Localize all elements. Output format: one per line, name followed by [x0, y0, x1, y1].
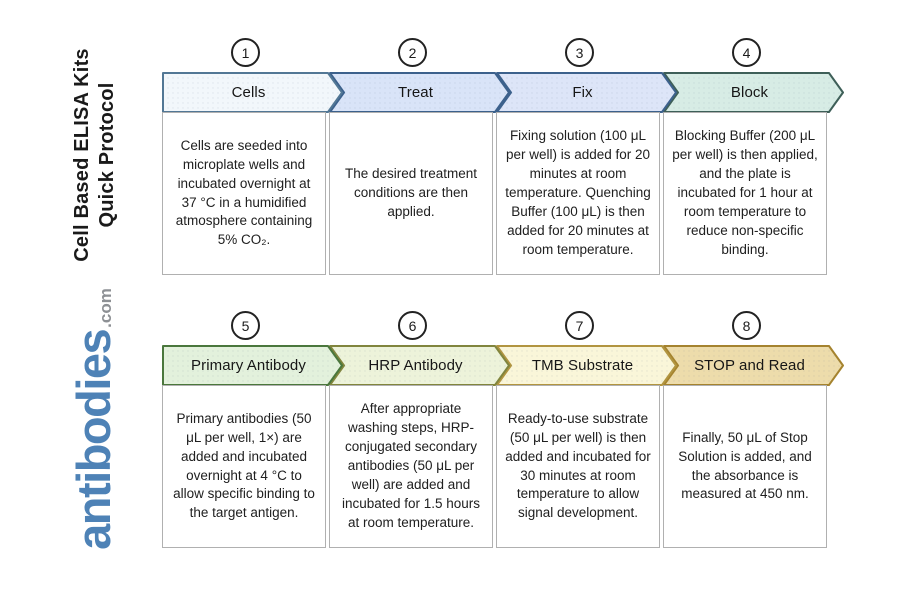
step-description: After appropriate washing steps, HRP-con… [341, 401, 481, 530]
step-8: 8 STOP and Read Finally, 50 μL of Stop S… [663, 311, 844, 553]
step-description: Ready-to-use substrate (50 μL per well) … [505, 410, 651, 521]
step-description: Fixing solution (100 μL per well) is add… [505, 128, 651, 257]
step-label: HRP Antibody [368, 357, 463, 374]
step-number: 5 [241, 317, 250, 334]
step-arrow: Primary Antibody [162, 345, 343, 386]
logo-domain-suffix: .com [96, 288, 115, 328]
step-label: Fix [572, 84, 593, 101]
step-arrow: TMB Substrate [496, 345, 677, 386]
chevron-arrow-shape [162, 345, 343, 386]
step-number: 3 [575, 44, 584, 61]
step-number: 1 [241, 44, 250, 61]
step-label: STOP and Read [694, 357, 805, 374]
step-description-box: Primary antibodies (50 μL per well, 1×) … [162, 385, 326, 548]
chevron-arrow-shape [496, 345, 677, 386]
chevron-arrow-shape [496, 72, 677, 113]
title-line-2: Quick Protocol [96, 82, 118, 228]
step-number-badge: 7 [565, 311, 594, 340]
step-arrow: Treat [329, 72, 510, 113]
step-description-box: Fixing solution (100 μL per well) is add… [496, 112, 660, 275]
step-arrow: Cells [162, 72, 343, 113]
chevron-arrow-shape [663, 345, 844, 386]
logo-wordmark: antibodies [66, 329, 120, 550]
step-number: 8 [742, 317, 751, 334]
step-description-box: Cells are seeded into microplate wells a… [162, 112, 326, 275]
step-number-badge: 8 [732, 311, 761, 340]
step-number-badge: 6 [398, 311, 427, 340]
chevron-arrow-shape [329, 345, 510, 386]
step-description: Finally, 50 μL of Stop Solution is added… [678, 429, 812, 502]
step-number: 2 [408, 44, 417, 61]
step-label: Cells [231, 84, 266, 101]
step-label: Block [730, 84, 769, 101]
step-label: Treat [398, 84, 433, 101]
step-label: Primary Antibody [191, 357, 306, 374]
step-5: 5 Primary Antibody Primary antibodies (5… [162, 311, 343, 553]
page-title: Cell Based ELISA Kits Quick Protocol [70, 30, 120, 280]
chevron-arrow-shape [663, 72, 844, 113]
step-description-box: After appropriate washing steps, HRP-con… [329, 385, 493, 548]
step-description-box: Blocking Buffer (200 μL per well) is the… [663, 112, 827, 275]
step-description: Primary antibodies (50 μL per well, 1×) … [173, 410, 315, 521]
step-6: 6 HRP Antibody After appropriate washing… [329, 311, 510, 553]
step-description: Cells are seeded into microplate wells a… [175, 137, 313, 248]
step-description-box: Finally, 50 μL of Stop Solution is added… [663, 385, 827, 548]
step-arrow: STOP and Read [663, 345, 844, 386]
step-2: 2 Treat The desired treatment conditions… [329, 38, 510, 280]
chevron-arrow-shape [329, 72, 510, 113]
antibodies-logo: antibodies.com [48, 270, 138, 570]
step-label: TMB Substrate [531, 357, 634, 374]
step-number-badge: 5 [231, 311, 260, 340]
step-arrow: Fix [496, 72, 677, 113]
step-description-box: Ready-to-use substrate (50 μL per well) … [496, 385, 660, 548]
step-7: 7 TMB Substrate Ready-to-use substrate (… [496, 311, 677, 553]
title-line-1: Cell Based ELISA Kits [71, 48, 93, 262]
step-description-box: The desired treatment conditions are the… [329, 112, 493, 275]
step-number-badge: 2 [398, 38, 427, 67]
step-number: 4 [742, 44, 751, 61]
step-1: 1 Cells Cells are seeded into microplate… [162, 38, 343, 280]
step-arrow: HRP Antibody [329, 345, 510, 386]
step-description: Blocking Buffer (200 μL per well) is the… [672, 128, 818, 257]
step-description: The desired treatment conditions are the… [344, 166, 478, 219]
step-number-badge: 3 [565, 38, 594, 67]
chevron-arrow-shape [162, 72, 343, 113]
step-number: 7 [575, 317, 584, 334]
step-number-badge: 4 [732, 38, 761, 67]
step-3: 3 Fix Fixing solution (100 μL per well) … [496, 38, 677, 280]
step-number: 6 [408, 317, 417, 334]
step-4: 4 Block Blocking Buffer (200 μL per well… [663, 38, 844, 280]
step-number-badge: 1 [231, 38, 260, 67]
step-arrow: Block [663, 72, 844, 113]
